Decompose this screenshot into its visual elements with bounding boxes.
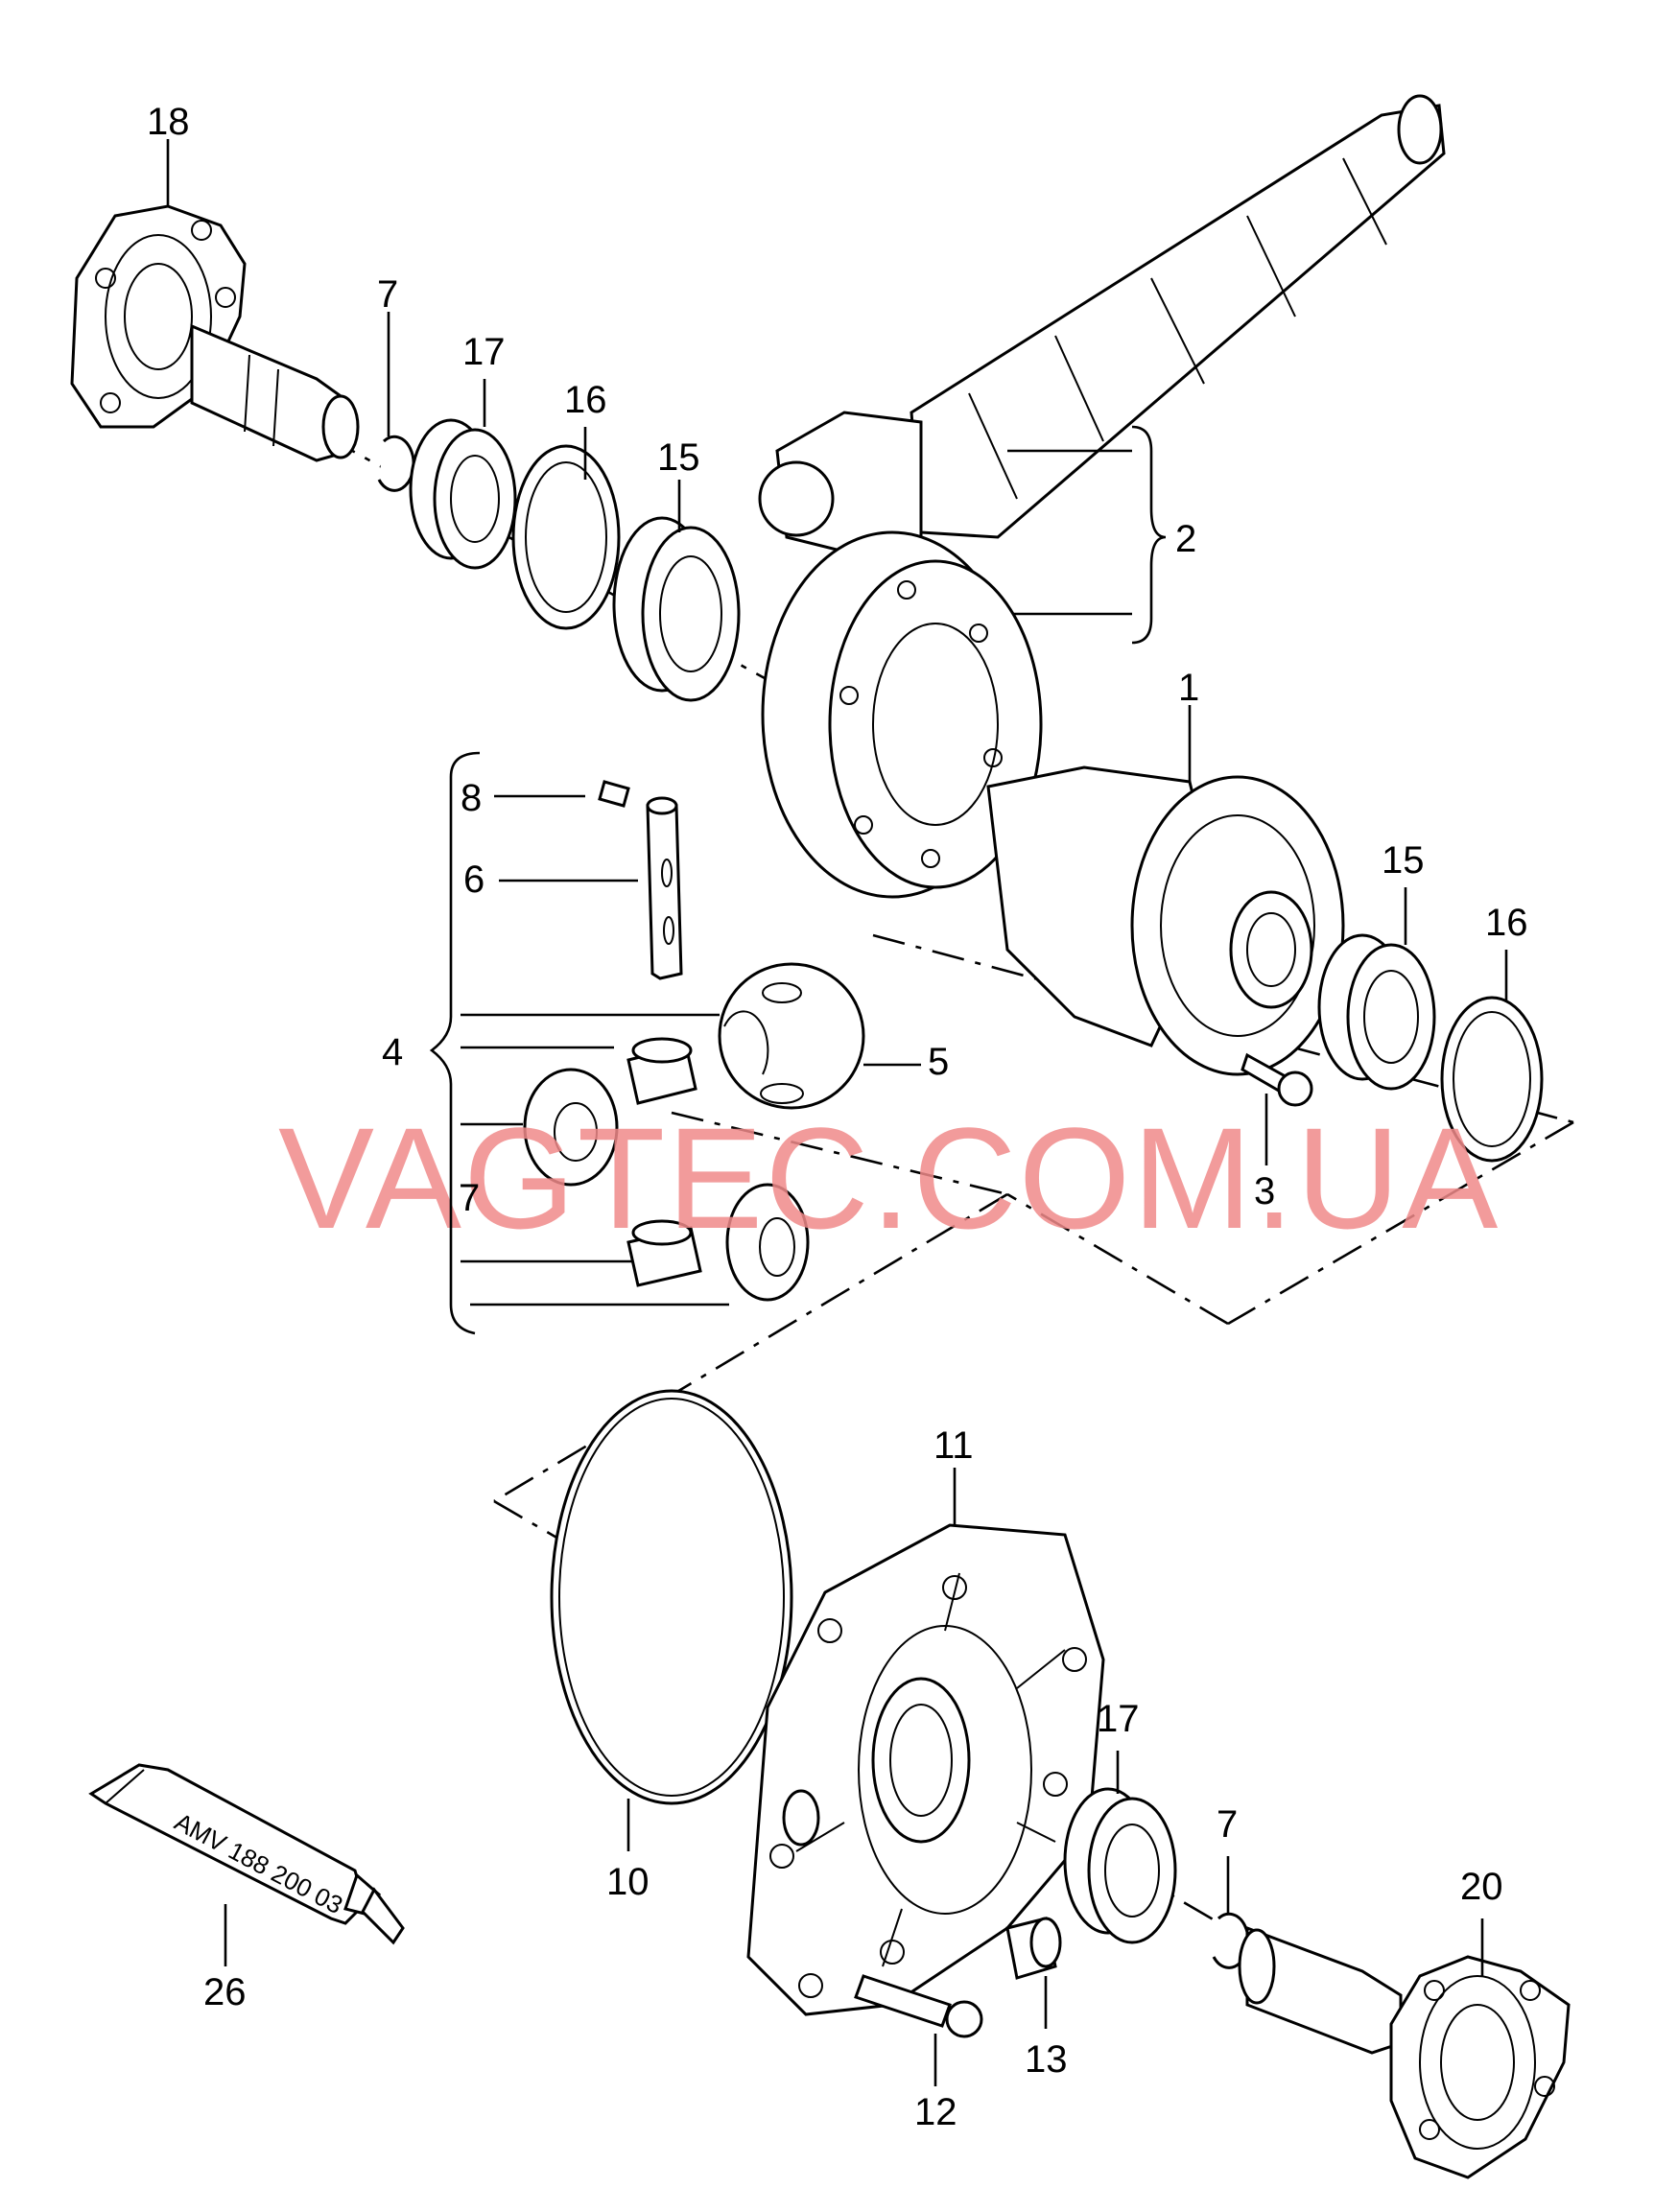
plug-13[interactable] [1005, 1917, 1062, 1980]
bolt-3[interactable] [1240, 1052, 1313, 1107]
sealant-tube-26[interactable]: AMV 188 200 03 [88, 1763, 405, 1945]
callout-1: 1 [1178, 667, 1199, 709]
callout-15-top: 15 [657, 436, 700, 479]
callout-numbers: 18 7 17 16 15 2 1 15 16 8 6 4 5 7 3 11 1… [147, 101, 1528, 2133]
callout-7-bottom: 7 [1217, 1803, 1238, 1846]
shim-16-top[interactable] [511, 444, 621, 630]
tapered-bearing-17-bottom[interactable] [1063, 1787, 1177, 1944]
pin-8[interactable] [598, 780, 630, 808]
pinion-shaft-2[interactable] [758, 94, 1446, 553]
tapered-bearing-17-top[interactable] [409, 418, 517, 570]
callout-16-top: 16 [564, 379, 607, 421]
housing-cover-11[interactable] [746, 1523, 1105, 2016]
callout-4: 4 [382, 1031, 403, 1073]
callout-20: 20 [1460, 1866, 1503, 1908]
callout-8: 8 [461, 777, 482, 819]
callout-2: 2 [1175, 518, 1196, 560]
leader-lines [166, 139, 1508, 2086]
callout-13: 13 [1025, 2038, 1068, 2081]
callout-15-right: 15 [1382, 839, 1425, 882]
callout-7-mid: 7 [459, 1177, 480, 1219]
circlip-7-top[interactable] [377, 435, 415, 492]
callout-3: 3 [1254, 1170, 1275, 1212]
callout-26: 26 [203, 1971, 247, 2013]
callout-12: 12 [914, 2091, 957, 2133]
roller-bearing-15-right[interactable] [1317, 933, 1436, 1091]
differential-pin-shaft-6[interactable] [646, 796, 683, 980]
crown-wheel-2[interactable] [761, 530, 1043, 899]
differential-gears-4[interactable] [523, 1037, 810, 1302]
callout-18: 18 [147, 101, 190, 143]
callout-17-top: 17 [462, 331, 506, 373]
callout-7-top: 7 [377, 273, 398, 316]
differential-housing-1[interactable] [986, 765, 1345, 1076]
o-ring-10[interactable] [550, 1389, 793, 1805]
roller-bearing-15-top[interactable] [612, 516, 741, 702]
callout-6: 6 [463, 859, 484, 901]
drive-flange-18[interactable] [70, 204, 360, 462]
callout-17-bottom: 17 [1097, 1698, 1140, 1740]
bolt-12[interactable] [854, 1974, 983, 2038]
shim-16-right[interactable] [1440, 996, 1544, 1163]
callout-10: 10 [606, 1861, 650, 1903]
callout-11: 11 [933, 1424, 974, 1467]
drive-flange-20[interactable] [1238, 1925, 1571, 2179]
callout-5: 5 [928, 1041, 949, 1083]
callout-16-right: 16 [1485, 902, 1528, 944]
spider-ball-5[interactable] [718, 962, 865, 1110]
